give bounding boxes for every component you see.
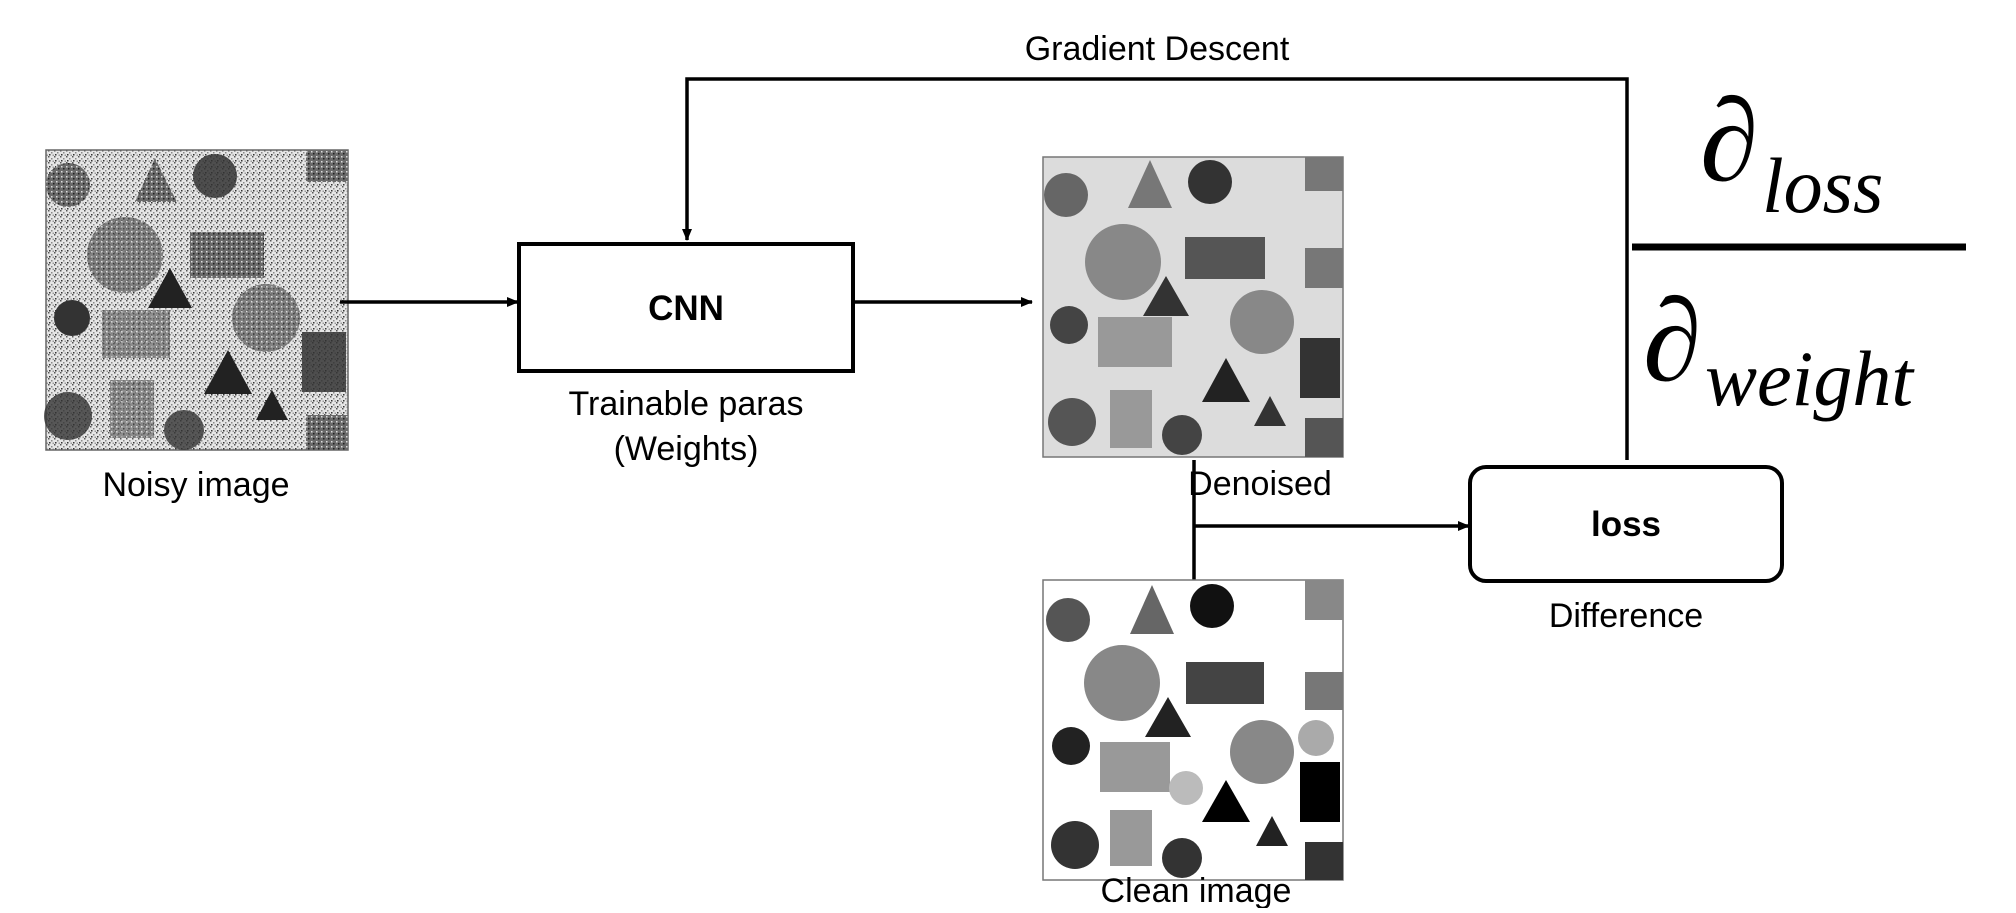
- cnn-caption-line2: (Weights): [614, 430, 759, 468]
- gradient-formula: ∂ loss ∂ weight: [1632, 75, 1966, 422]
- clean-image: [1042, 579, 1344, 881]
- clean-image-caption: Clean image: [1101, 872, 1292, 908]
- loss-caption: Difference: [1549, 597, 1703, 635]
- loss-box: [1468, 465, 1784, 583]
- formula-denominator-subscript: weight: [1705, 335, 1915, 422]
- denoised-caption: Denoised: [1188, 465, 1332, 503]
- noisy-image: [44, 149, 349, 451]
- cnn-label: CNN: [648, 289, 724, 328]
- cnn-box: [517, 242, 855, 373]
- noisy-image-caption: Noisy image: [102, 466, 289, 504]
- cnn-caption-line1: Trainable paras: [569, 385, 804, 423]
- formula-numerator-subscript: loss: [1762, 142, 1883, 229]
- formula-numerator-symbol: ∂: [1700, 75, 1758, 206]
- gradient-descent-arrow: [682, 77, 1629, 460]
- loss-label: loss: [1591, 505, 1661, 544]
- denoised-image: [1042, 156, 1344, 458]
- gradient-descent-label: Gradient Descent: [1025, 30, 1290, 68]
- formula-denominator-symbol: ∂: [1643, 275, 1701, 406]
